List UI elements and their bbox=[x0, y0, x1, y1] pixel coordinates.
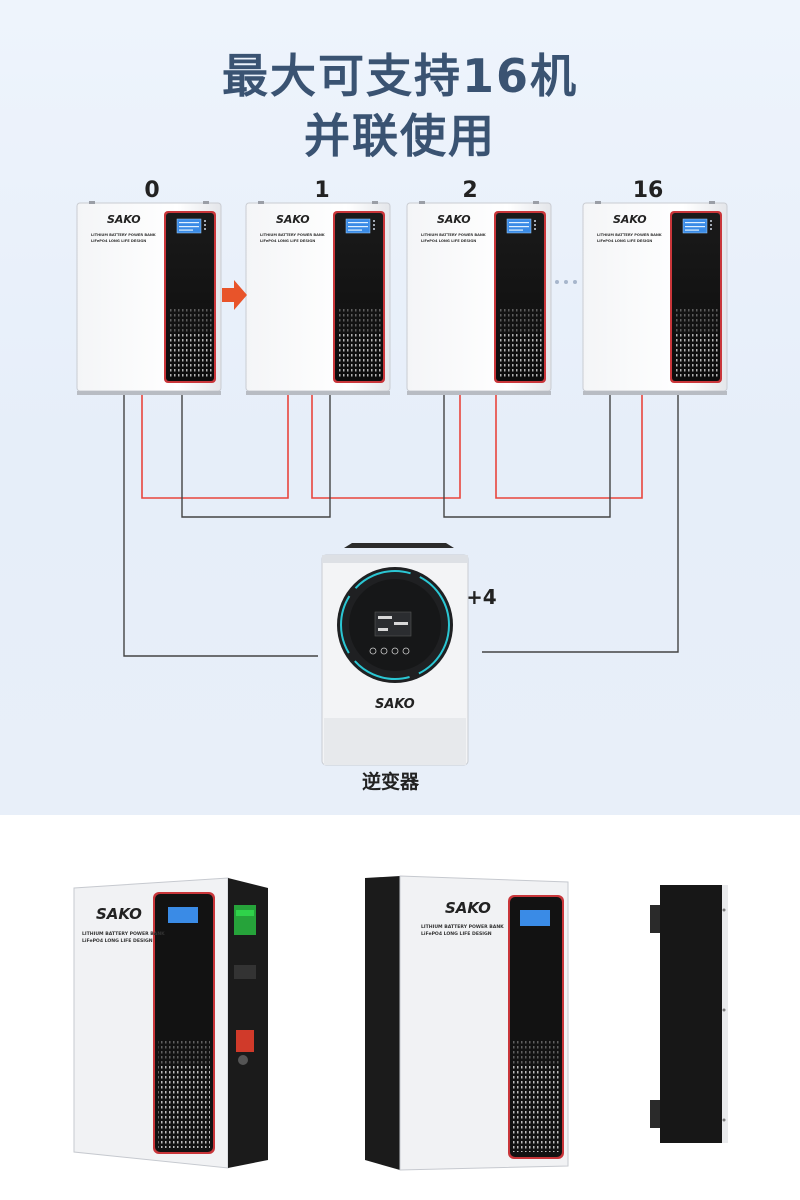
inverter-count-plus: +4 bbox=[466, 585, 497, 609]
battery-unit-16 bbox=[582, 200, 728, 396]
right-arrow-icon bbox=[222, 280, 247, 310]
battery-unit-0 bbox=[76, 200, 222, 396]
svg-text:SAKO: SAKO bbox=[445, 899, 491, 917]
svg-text:LiFePO4 LONG LIFE DESIGN: LiFePO4 LONG LIFE DESIGN bbox=[82, 938, 153, 944]
headline-line-1: 最大可支持16机 bbox=[221, 49, 578, 103]
headline-line-2: 并联使用 bbox=[304, 109, 496, 163]
battery-view-front: SAKO LITHIUM BATTERY POWER BANK LiFePO4 … bbox=[365, 875, 569, 1171]
svg-text:SAKO: SAKO bbox=[375, 697, 415, 712]
unit-label-1: 1 bbox=[314, 178, 330, 203]
red-wires bbox=[141, 395, 643, 499]
inverter-unit: SAKO bbox=[321, 543, 469, 766]
battery-view-angled: SAKO LITHIUM BATTERY POWER BANK LiFePO4 … bbox=[73, 877, 268, 1169]
ellipsis-icon bbox=[555, 280, 577, 284]
unit-label-2: 2 bbox=[462, 178, 478, 203]
battery-unit-2 bbox=[406, 200, 552, 396]
unit-label-16: 16 bbox=[632, 178, 664, 203]
black-wires bbox=[123, 395, 679, 657]
svg-text:LiFePO4 LONG LIFE DESIGN: LiFePO4 LONG LIFE DESIGN bbox=[421, 931, 492, 937]
svg-text:LITHIUM BATTERY POWER BANK: LITHIUM BATTERY POWER BANK bbox=[82, 931, 165, 937]
battery-unit-1 bbox=[245, 200, 391, 396]
svg-text:SAKO: SAKO bbox=[96, 905, 142, 923]
battery-view-side bbox=[650, 885, 728, 1143]
svg-text:LITHIUM BATTERY POWER BANK: LITHIUM BATTERY POWER BANK bbox=[421, 924, 504, 930]
inverter-label: 逆变器 bbox=[362, 771, 420, 793]
unit-label-0: 0 bbox=[144, 178, 160, 203]
